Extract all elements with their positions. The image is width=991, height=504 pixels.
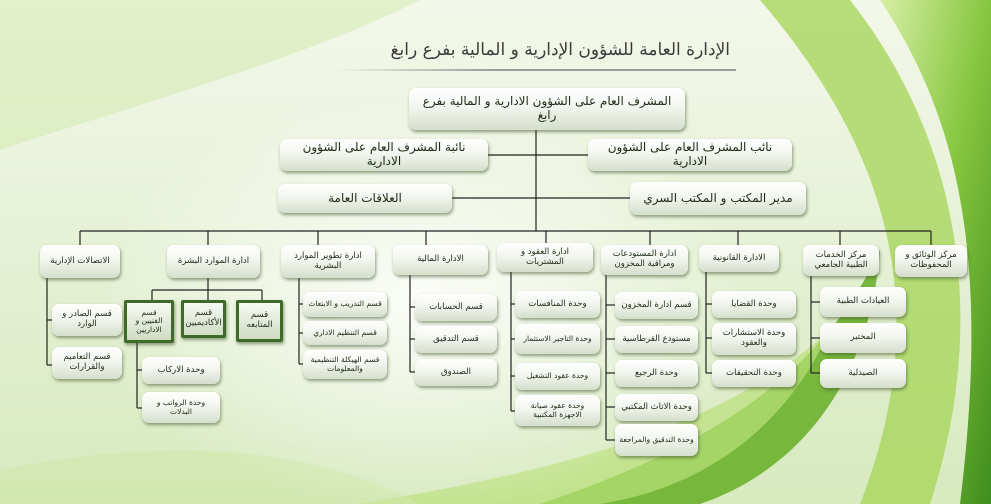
clinics-box: العيادات الطبية xyxy=(820,287,906,317)
salaries-unit-box: وحدة الرواتب و البدلات xyxy=(142,392,220,423)
training-section-box: قسم التدريب و الابتعاث xyxy=(303,292,387,317)
title-underline xyxy=(336,69,736,71)
returns-unit-box: وحدة الرجيع xyxy=(615,360,698,387)
hr-department-box: ادارة الموارد البشرة xyxy=(167,245,260,278)
rental-unit-box: وحدة التاجير الاستثمار xyxy=(515,324,600,354)
pharmacy-box: الصيدلية xyxy=(820,359,906,388)
furniture-unit-label: وحدة الاثاث المكتبي xyxy=(621,401,692,412)
legal-department-label: الادارة القانونية xyxy=(712,252,766,263)
lab-box: المختبر xyxy=(820,323,906,353)
accounts-section-label: قسم الحسابات xyxy=(429,301,483,312)
circulars-section-box: قسم التعاميم والقرارات xyxy=(52,347,122,379)
admin-comms-box: الاتصالات الإدارية xyxy=(40,245,120,278)
finance-department-label: الادارة المالية xyxy=(417,254,464,265)
salaries-unit-label: وحدة الرواتب و البدلات xyxy=(156,397,206,416)
documents-center-box: مركز الوثائق و المحفوظات xyxy=(895,245,967,277)
consulting-unit-label: وحدة الاستشارات والعقود xyxy=(722,328,786,348)
tenders-unit-box: وحدة المنافسات xyxy=(515,291,600,318)
furniture-unit-box: وحدة الاثاث المكتبي xyxy=(615,394,698,421)
medical-center-label: مركز الخدمات الطبية الجامعي xyxy=(814,249,868,270)
tenders-unit-label: وحدة المنافسات xyxy=(528,298,587,309)
investigations-unit-box: وحدة التحقيقات xyxy=(712,360,796,387)
academic-section-label: قسم الأكاديميين xyxy=(185,308,222,328)
fund-label: الصندوق xyxy=(440,366,472,377)
hr-development-box: ادارة تطوير الموارد البشرية xyxy=(281,245,375,278)
public-relations-box: العلاقات العامة xyxy=(278,184,452,213)
outgoing-incoming-box: قسم الصادر و الوارد xyxy=(52,304,122,336)
technical-staff-label: قسم الفنيين و الاداريين xyxy=(135,307,163,334)
transport-unit-label: وحدة الاركاب xyxy=(157,364,205,375)
operation-contracts-box: وحدة عقود التشغيل xyxy=(515,363,600,390)
circulars-section-label: قسم التعاميم والقرارات xyxy=(63,352,111,372)
operation-contracts-label: وحدة عقود التشغيل xyxy=(526,371,589,381)
cases-unit-box: وحدة القضايا xyxy=(712,291,796,318)
fund-box: الصندوق xyxy=(415,359,497,386)
chart-title: الإدارة العامة للشؤون الإدارية و المالية… xyxy=(390,40,731,60)
deputy-male-box: نائب المشرف العام على الشؤون الادارية xyxy=(588,139,792,171)
stationery-store-label: مستودع القرطاسية xyxy=(622,333,691,344)
contracts-department-label: ادارة العقود و المشتريات xyxy=(520,246,570,267)
maintenance-contracts-label: وحدة عقود صيانة الاجهزة المكتبية xyxy=(530,400,585,419)
office-manager-label: مدير المكتب و المكتب السري xyxy=(643,190,793,205)
outgoing-incoming-label: قسم الصادر و الوارد xyxy=(62,309,112,329)
documents-center-label: مركز الوثائق و المحفوظات xyxy=(905,250,957,270)
pharmacy-label: الصيدلية xyxy=(848,367,878,378)
consulting-unit-box: وحدة الاستشارات والعقود xyxy=(712,323,796,355)
inventory-section-label: قسم ادارة المخزون xyxy=(621,299,692,310)
transport-unit-box: وحدة الاركاب xyxy=(142,357,220,384)
stationery-store-box: مستودع القرطاسية xyxy=(615,326,698,353)
medical-center-box: مركز الخدمات الطبية الجامعي xyxy=(803,245,879,276)
org-structure-box: قسم الهيكلة التنظيمية والمعلومات xyxy=(303,350,387,379)
cases-unit-label: وحدة القضايا xyxy=(731,298,777,309)
admin-organization-box: قسم التنظيم الاداري xyxy=(303,321,387,345)
lab-label: المختبر xyxy=(850,332,876,343)
investigations-unit-label: وحدة التحقيقات xyxy=(726,367,782,378)
followup-section-box: قسم المتابعه xyxy=(236,300,283,342)
followup-section-label: قسم المتابعه xyxy=(246,310,273,330)
audit-section-label: قسم التدقيق xyxy=(433,333,479,344)
clinics-label: العيادات الطبية xyxy=(836,296,890,307)
technical-staff-box: قسم الفنيين و الاداريين xyxy=(124,300,174,343)
audit-section-box: قسم التدقيق xyxy=(415,326,497,353)
deputy-male-label: نائب المشرف العام على الشؤون الادارية xyxy=(607,140,773,168)
head-supervisor-label: المشرف العام على الشؤون الادارية و المال… xyxy=(422,94,672,122)
warehouse-department-label: ادارة المستودعات ومراقبة المخزون xyxy=(612,249,677,269)
office-manager-box: مدير المكتب و المكتب السري xyxy=(630,182,806,215)
audit-review-unit-box: وحدة التدقيق والمراجعة xyxy=(615,424,698,456)
admin-comms-label: الاتصالات الإدارية xyxy=(50,255,110,266)
returns-unit-label: وحدة الرجيع xyxy=(635,367,678,378)
rental-unit-label: وحدة التاجير الاستثمار xyxy=(523,333,592,343)
deputy-female-box: نائبة المشرف العام على الشؤون الادارية xyxy=(280,139,488,171)
hr-development-label: ادارة تطوير الموارد البشرية xyxy=(294,250,362,271)
finance-department-box: الادارة المالية xyxy=(393,245,488,275)
accounts-section-box: قسم الحسابات xyxy=(415,294,497,321)
maintenance-contracts-box: وحدة عقود صيانة الاجهزة المكتبية xyxy=(515,395,600,426)
warehouse-department-box: ادارة المستودعات ومراقبة المخزون xyxy=(601,245,688,275)
public-relations-label: العلاقات العامة xyxy=(328,190,402,205)
training-section-label: قسم التدريب و الابتعاث xyxy=(308,299,382,309)
admin-organization-label: قسم التنظيم الاداري xyxy=(313,327,377,337)
hr-department-label: ادارة الموارد البشرة xyxy=(177,255,250,266)
academic-section-box: قسم الأكاديميين xyxy=(181,300,226,338)
contracts-department-box: ادارة العقود و المشتريات xyxy=(497,243,593,272)
head-supervisor-box: المشرف العام على الشؤون الادارية و المال… xyxy=(409,88,685,130)
deputy-female-label: نائبة المشرف العام على الشؤون الادارية xyxy=(302,140,466,168)
org-structure-label: قسم الهيكلة التنظيمية والمعلومات xyxy=(310,354,380,373)
inventory-section-box: قسم ادارة المخزون xyxy=(615,292,698,319)
audit-review-unit-label: وحدة التدقيق والمراجعة xyxy=(619,434,694,444)
legal-department-box: الادارة القانونية xyxy=(699,245,779,272)
